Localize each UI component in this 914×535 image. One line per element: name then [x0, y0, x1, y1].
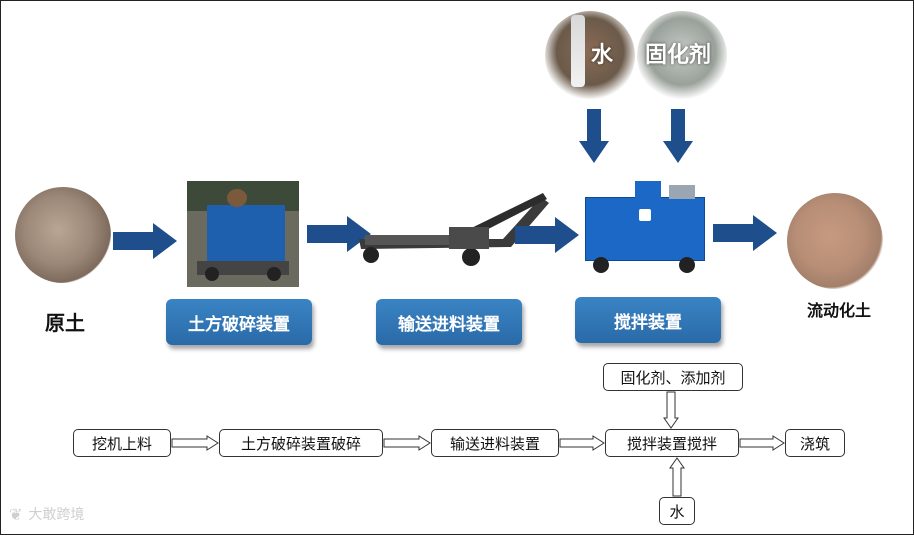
flow-input-curing-additive: 固化剂、添加剂 — [603, 363, 743, 391]
flow-step-mixing: 搅拌装置搅拌 — [605, 429, 739, 457]
watermark: ❦ 大敢跨境 — [9, 504, 84, 524]
arrow-right-icon — [713, 215, 777, 251]
arrow-down-icon — [579, 109, 609, 163]
flow-input-water: 水 — [659, 497, 695, 525]
water-label: 水 — [591, 37, 613, 69]
raw-soil-image — [15, 187, 111, 283]
raw-soil-label: 原土 — [45, 307, 85, 336]
crusher-machine-image — [187, 181, 299, 287]
arrow-right-icon — [113, 223, 177, 259]
flow-step-crushing: 土方破碎装置破碎 — [219, 429, 383, 457]
arrow-right-icon — [515, 217, 579, 253]
watermark-logo-icon: ❦ — [9, 505, 22, 524]
conveying-device-box: 输送进料装置 — [376, 299, 522, 345]
watermark-text: 大敢跨境 — [28, 504, 84, 524]
flowable-soil-image — [787, 193, 883, 289]
mixing-device-box: 搅拌装置 — [575, 297, 721, 343]
flowable-soil-label: 流动化土 — [807, 297, 871, 321]
hollow-arrow-right-icon — [383, 435, 431, 451]
arrow-down-icon — [663, 109, 693, 163]
faucet-stream-icon — [571, 15, 585, 87]
curing-agent-label: 固化剂 — [645, 37, 711, 69]
flow-step-conveying: 输送进料装置 — [431, 429, 559, 457]
hollow-arrow-right-icon — [739, 435, 785, 451]
flow-step-pouring: 浇筑 — [785, 429, 845, 457]
water-image — [545, 11, 635, 101]
crushing-device-box: 土方破碎装置 — [166, 299, 312, 345]
mixer-machine-image — [585, 179, 709, 275]
hollow-arrow-right-icon — [171, 435, 219, 451]
hollow-arrow-down-icon — [663, 391, 679, 429]
hollow-arrow-up-icon — [669, 457, 685, 497]
flow-step-excavator-loading: 挖机上料 — [73, 429, 171, 457]
hollow-arrow-right-icon — [559, 435, 605, 451]
